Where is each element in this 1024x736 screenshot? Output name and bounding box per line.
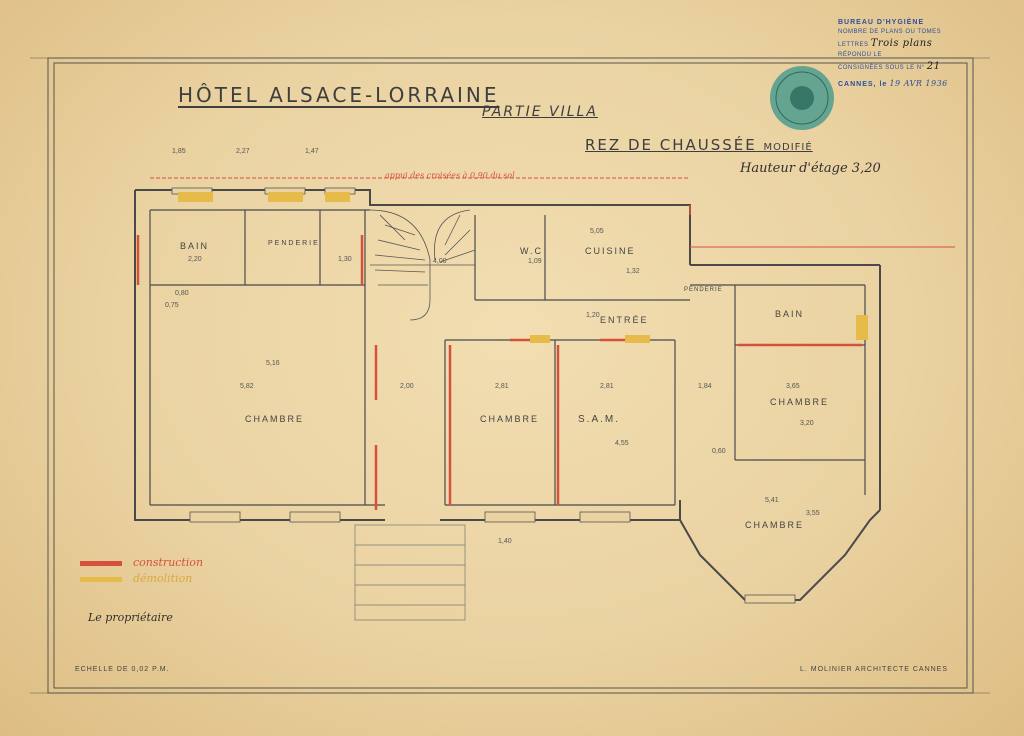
owner-signature: Le propriétaire: [88, 611, 173, 624]
stamp-city: CANNES, le: [838, 80, 888, 88]
stamp-line-plans: NOMBRE DE PLANS OU TOMES: [838, 28, 968, 37]
dim-label: 1,85: [172, 148, 186, 155]
dim-label: 1,40: [498, 538, 512, 545]
room-chambre-4: CHAMBRE: [745, 520, 805, 530]
hygiene-office-stamp: BUREAU D'HYGIÈNE NOMBRE DE PLANS OU TOME…: [838, 18, 968, 90]
dim-label: 1,47: [305, 148, 319, 155]
level-title: REZ DE CHAUSSÉE MODIFIÉ: [585, 138, 813, 153]
dim-label: 1,84: [698, 383, 712, 390]
dim-label: 1,20: [586, 312, 600, 319]
room-bain-right: BAIN: [775, 309, 805, 319]
dim-label: 1,30: [338, 256, 352, 263]
room-chambre-1: CHAMBRE: [245, 414, 305, 424]
room-chambre-3: CHAMBRE: [770, 397, 830, 407]
dim-label: 5,05: [590, 228, 604, 235]
official-seal: [770, 66, 834, 130]
dim-label: 0,60: [712, 448, 726, 455]
stamp-line-number: CONSIGNÉES SOUS LE N° 21: [838, 60, 968, 75]
stamp-label: LETTRES: [838, 41, 869, 48]
room-penderie-right: PENDERIE: [684, 287, 723, 293]
dim-label: 2,81: [600, 383, 614, 390]
dim-label: 2,00: [400, 383, 414, 390]
stamp-label: NOMBRE DE PLANS OU TOMES: [838, 29, 942, 36]
dim-label: 4,00: [433, 258, 447, 265]
sheet-border: [30, 57, 990, 694]
dim-label: 4,55: [615, 440, 629, 447]
stamp-line-date: CANNES, le 19 AVR 1936: [838, 78, 968, 90]
legend-construction: construction: [133, 556, 204, 569]
dim-label: 5,41: [765, 497, 779, 504]
windows: [171, 187, 796, 604]
level-note: MODIFIÉ: [763, 142, 813, 153]
room-salle-a-manger: S.A.M.: [578, 414, 621, 425]
dim-label: 3,20: [800, 420, 814, 427]
front-steps: [354, 524, 466, 621]
level-name: REZ DE CHAUSSÉE: [585, 136, 757, 154]
room-wc: W.C: [520, 246, 543, 256]
dim-label: 1,09: [528, 258, 542, 265]
stamp-label: RÉPONDU LE: [838, 52, 883, 59]
stamp-date: 19 AVR 1936: [889, 78, 948, 88]
architect-name: L. MOLINIER ARCHITECTE CANNES: [800, 666, 949, 673]
stamp-plans-value: Trois plans: [870, 37, 933, 49]
dim-label: 0,80: [175, 290, 189, 297]
stamp-number-value: 21: [926, 61, 941, 73]
drawing-scale: ECHELLE DE 0,02 P.M.: [75, 666, 170, 673]
window-sill-note: appui des croisées à 0,90 du sol: [385, 171, 515, 180]
inner-walls: [149, 209, 866, 506]
room-entree: ENTRÉE: [600, 315, 649, 325]
room-bain-left: BAIN: [180, 241, 210, 251]
dim-label: 3,65: [786, 383, 800, 390]
dim-label: 2,27: [236, 148, 250, 155]
dim-label: 1,32: [626, 268, 640, 275]
height-note: Hauteur d'étage 3,20: [740, 161, 881, 176]
legend-swatches: [80, 561, 122, 582]
dim-label: 5,16: [266, 360, 280, 367]
room-chambre-2: CHAMBRE: [480, 414, 540, 424]
staircase: [369, 209, 476, 321]
drawing-subtitle: PARTIE VILLA: [482, 104, 598, 120]
dim-label: 3,55: [806, 510, 820, 517]
dim-label: 2,20: [188, 256, 202, 263]
stamp-line-letters: LETTRES Trois plans: [838, 37, 968, 52]
dim-label: 5,82: [240, 383, 254, 390]
room-penderie-left: PENDERIE: [268, 240, 320, 247]
stamp-header: BUREAU D'HYGIÈNE: [838, 19, 925, 26]
demolition-marks: [178, 192, 868, 343]
dim-label: 0,75: [165, 302, 179, 309]
legend-demolition: démolition: [133, 572, 193, 585]
drawing-title: HÔTEL ALSACE-LORRAINE: [178, 83, 500, 107]
room-cuisine: CUISINE: [585, 246, 636, 256]
stamp-line-reply: RÉPONDU LE: [838, 51, 968, 60]
stamp-label: CONSIGNÉES SOUS LE N°: [838, 65, 925, 72]
dim-label: 2,81: [495, 383, 509, 390]
